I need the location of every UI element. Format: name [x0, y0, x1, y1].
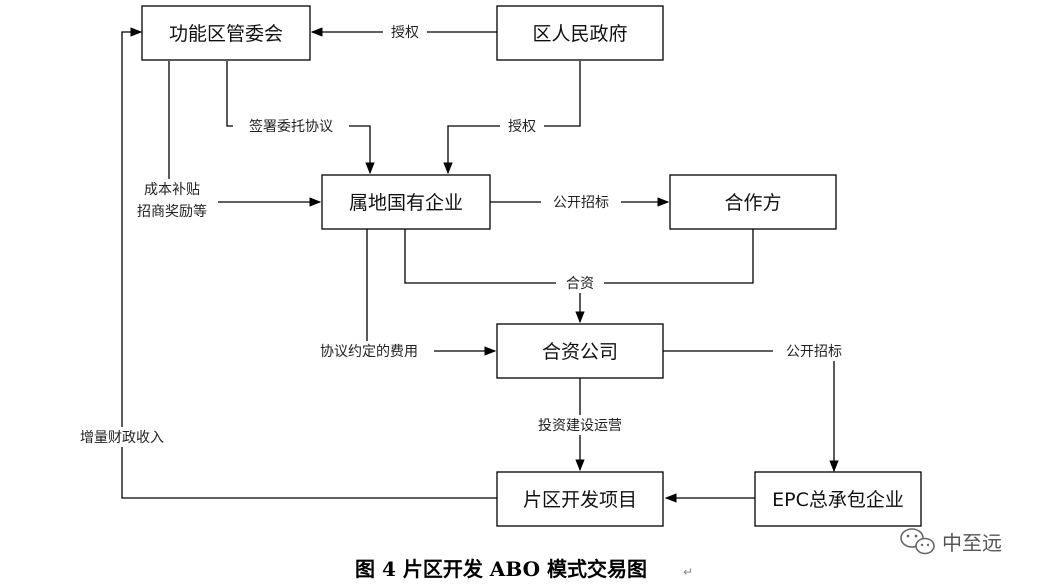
label-cost-comp-1: 成本补贴	[144, 182, 200, 198]
node-local-soe: 属地国有企业	[321, 174, 491, 230]
caption-text: 图 4 片区开发 ABO 模式交易图	[355, 557, 647, 581]
node-management: 功能区管委会	[141, 5, 311, 61]
paragraph-mark-icon: ↵	[683, 565, 693, 579]
node-epc-label: EPC总承包企业	[772, 489, 904, 511]
node-local-soe-label: 属地国有企业	[349, 192, 463, 214]
wechat-icon	[900, 528, 935, 555]
node-joint-venture-label: 合资公司	[542, 341, 618, 363]
label-cost-comp-2: 招商奖励等	[137, 203, 207, 220]
node-management-label: 功能区管委会	[169, 23, 283, 45]
label-invest-build-operate: 投资建设运营	[538, 418, 622, 434]
node-joint-venture: 合资公司	[496, 323, 664, 379]
label-auth-right: 授权	[508, 119, 536, 135]
edge-public-bid-2	[663, 350, 839, 473]
figure-caption: 图 4 片区开发 ABO 模式交易图 ↵	[355, 557, 693, 581]
label-sign-agreement: 签署委托协议	[249, 118, 333, 135]
node-district-gov: 区人民政府	[496, 5, 664, 61]
label-public-bid-1: 公开招标	[553, 195, 609, 211]
node-district-gov-label: 区人民政府	[532, 23, 627, 45]
watermark-text: 中至远	[942, 531, 1002, 555]
edge-fiscal-income	[121, 27, 497, 499]
node-project-label: 片区开发项目	[523, 489, 637, 511]
edge-agreed-fee	[366, 229, 497, 356]
node-partner-label: 合作方	[724, 192, 781, 214]
label-joint-capital: 合资	[566, 276, 594, 292]
label-auth-top: 授权	[391, 25, 419, 41]
node-project: 片区开发项目	[496, 471, 664, 527]
watermark: 中至远	[900, 528, 1002, 555]
label-agreed-fee: 协议约定的费用	[320, 344, 418, 360]
node-partner: 合作方	[669, 174, 837, 230]
label-fiscal-income: 增量财政收入	[80, 430, 164, 446]
label-public-bid-2: 公开招标	[786, 344, 842, 360]
node-epc: EPC总承包企业	[754, 471, 922, 527]
